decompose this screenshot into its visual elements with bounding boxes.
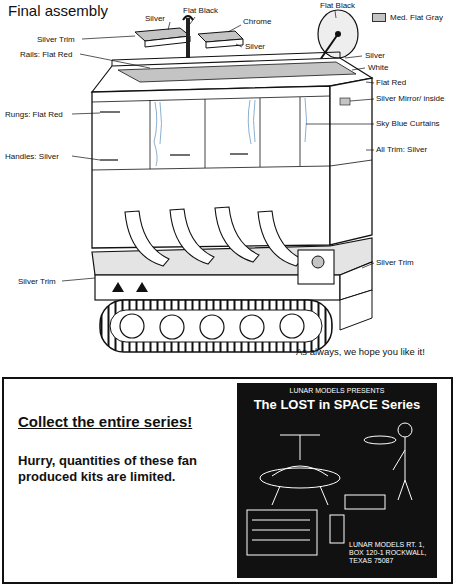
paint-label: Flat Black	[320, 1, 355, 10]
paint-label: Silver	[145, 14, 165, 23]
ad-presents: LUNAR MODELS PRESENTS	[241, 387, 433, 395]
page-title: Final assembly	[8, 2, 108, 20]
legend-text: Med. Flat Gray	[390, 13, 443, 22]
paint-label: Silver Trim	[18, 277, 56, 286]
paint-label: Silver Trim	[376, 258, 414, 267]
panel-heading: Collect the entire series!	[18, 413, 228, 431]
ad-title: The LOST in SPACE Series	[241, 397, 433, 412]
promo-panel: Collect the entire series! Hurry, quantit…	[2, 377, 453, 584]
paint-label: Flat Black	[183, 6, 218, 15]
legend-swatch	[372, 13, 386, 22]
paint-label: Silver Trim	[37, 35, 75, 44]
paint-label: Silver Mirror/ inside	[376, 94, 444, 103]
paint-label: Silver	[245, 42, 265, 51]
paint-label: Rungs: Flat Red	[5, 110, 63, 119]
paint-label: Handles: Silver	[5, 152, 59, 161]
advert-box: LUNAR MODELS PRESENTS The LOST in SPACE S…	[237, 383, 437, 578]
paint-label: White	[368, 63, 388, 72]
paint-label: Sky Blue Curtains	[376, 119, 440, 128]
note-text: As always, we hope you like it!	[296, 347, 425, 358]
paint-label: Rails: Flat Red	[20, 50, 72, 59]
paint-label: Flat Red	[376, 78, 406, 87]
panel-body: Hurry, quantities of these fan produced …	[18, 453, 223, 485]
paint-label: All Trim: Silver	[376, 145, 427, 154]
ad-address: LUNAR MODELS RT. 1, BOX 120-1 ROCKWALL, …	[349, 541, 433, 565]
paint-label: Chrome	[243, 17, 271, 26]
paint-label: Silver	[365, 51, 385, 60]
